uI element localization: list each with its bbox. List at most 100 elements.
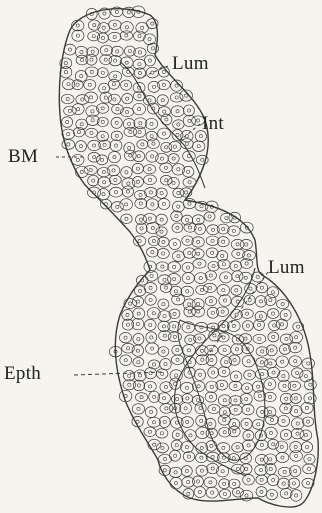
epithelial-cell	[290, 490, 301, 502]
cell-nucleus	[273, 324, 276, 327]
cell-nucleus	[185, 469, 188, 472]
cell-nucleus	[90, 70, 93, 73]
epithelial-cell	[145, 407, 157, 418]
epithelial-cell	[232, 271, 243, 282]
epithelial-cell	[134, 127, 146, 138]
epithelial-cell	[98, 167, 110, 176]
cell-nucleus	[177, 168, 180, 171]
cell-nucleus	[174, 482, 177, 485]
epithelial-cell	[255, 440, 268, 450]
cell-nucleus	[222, 289, 225, 292]
cell-nucleus	[258, 394, 261, 397]
cell-nucleus	[90, 131, 93, 134]
epithelial-cell	[62, 79, 74, 90]
epithelial-cell	[168, 262, 181, 273]
cell-nucleus	[160, 230, 163, 233]
cell-nucleus	[177, 255, 180, 258]
epithelial-cell	[148, 417, 161, 427]
cell-nucleus	[101, 135, 104, 138]
cell-nucleus	[173, 145, 176, 148]
cell-nucleus	[280, 445, 283, 448]
cell-nucleus	[76, 34, 79, 37]
epithelial-cell	[242, 321, 253, 331]
cell-nucleus	[285, 492, 288, 495]
cell-nucleus	[77, 131, 80, 134]
epithelial-cell	[302, 478, 314, 488]
epithelial-cell	[147, 247, 159, 257]
cell-nucleus	[149, 298, 152, 301]
cell-nucleus	[163, 278, 166, 281]
epithelial-cell	[204, 212, 215, 221]
epithelial-cell	[240, 239, 252, 249]
epithelial-cell	[195, 402, 206, 413]
cell-nucleus	[165, 179, 168, 182]
epithelial-cell	[192, 237, 204, 247]
cell-nucleus	[236, 243, 239, 246]
cell-nucleus	[80, 50, 83, 53]
cell-nucleus	[176, 433, 179, 436]
cell-nucleus	[223, 411, 226, 414]
cell-nucleus	[261, 410, 264, 413]
cell-nucleus	[260, 443, 263, 446]
cell-nucleus	[164, 166, 167, 169]
cell-nucleus	[184, 407, 187, 410]
cell-nucleus	[163, 397, 166, 400]
cell-nucleus	[283, 384, 286, 387]
cell-nucleus	[221, 310, 224, 313]
cell-nucleus	[162, 350, 165, 353]
epithelial-cell	[244, 370, 256, 380]
epithelial-cell	[204, 477, 217, 488]
cell-nucleus	[285, 337, 288, 340]
cell-nucleus	[172, 157, 175, 160]
cell-nucleus	[148, 38, 151, 41]
cell-nucleus	[125, 61, 128, 64]
epithelial-cell	[159, 465, 170, 475]
cell-nucleus	[233, 482, 236, 485]
cell-nucleus	[294, 360, 297, 363]
cell-nucleus	[162, 83, 165, 86]
cell-nucleus	[162, 240, 165, 243]
epithelial-cell	[98, 189, 110, 200]
cell-nucleus	[113, 23, 116, 26]
epithelial-cell	[160, 175, 172, 185]
epithelial-cell	[158, 299, 169, 309]
epithelial-cell	[96, 155, 107, 165]
epithelial-cell	[120, 57, 133, 68]
cell-nucleus	[165, 118, 168, 121]
cell-nucleus	[175, 421, 178, 424]
cell-nucleus	[236, 446, 239, 449]
cell-nucleus	[201, 158, 204, 161]
epithelial-cell	[144, 381, 156, 391]
epithelial-cell	[219, 489, 230, 499]
cell-nucleus	[222, 456, 225, 459]
cell-nucleus	[269, 431, 272, 434]
cell-nucleus	[148, 178, 151, 181]
cell-nucleus	[177, 191, 180, 194]
cell-nucleus	[124, 84, 127, 87]
epithelial-cell	[132, 177, 143, 188]
cell-nucleus	[139, 193, 142, 196]
cell-nucleus	[198, 373, 201, 376]
cell-nucleus	[160, 157, 163, 160]
cell-nucleus	[235, 289, 238, 292]
cell-nucleus	[256, 275, 259, 278]
epithelial-cell	[168, 273, 181, 284]
cell-nucleus	[198, 490, 201, 493]
cell-nucleus	[309, 383, 312, 386]
cell-nucleus	[210, 444, 213, 447]
epithelial-cell	[253, 334, 266, 343]
cell-nucleus	[92, 179, 95, 182]
epithelial-cell	[241, 309, 253, 318]
cell-nucleus	[161, 372, 164, 375]
cell-nucleus	[260, 490, 263, 493]
epithelial-cell	[242, 355, 255, 367]
cell-nucleus	[91, 119, 94, 122]
cell-nucleus	[80, 75, 83, 78]
epithelial-cell	[133, 308, 145, 319]
epithelial-cell	[264, 359, 276, 368]
epithelial-cell	[205, 271, 216, 281]
epithelial-cell	[304, 379, 316, 389]
epithelial-cell	[231, 344, 243, 355]
epithelial-cell	[217, 443, 230, 454]
cell-nucleus	[184, 191, 187, 194]
